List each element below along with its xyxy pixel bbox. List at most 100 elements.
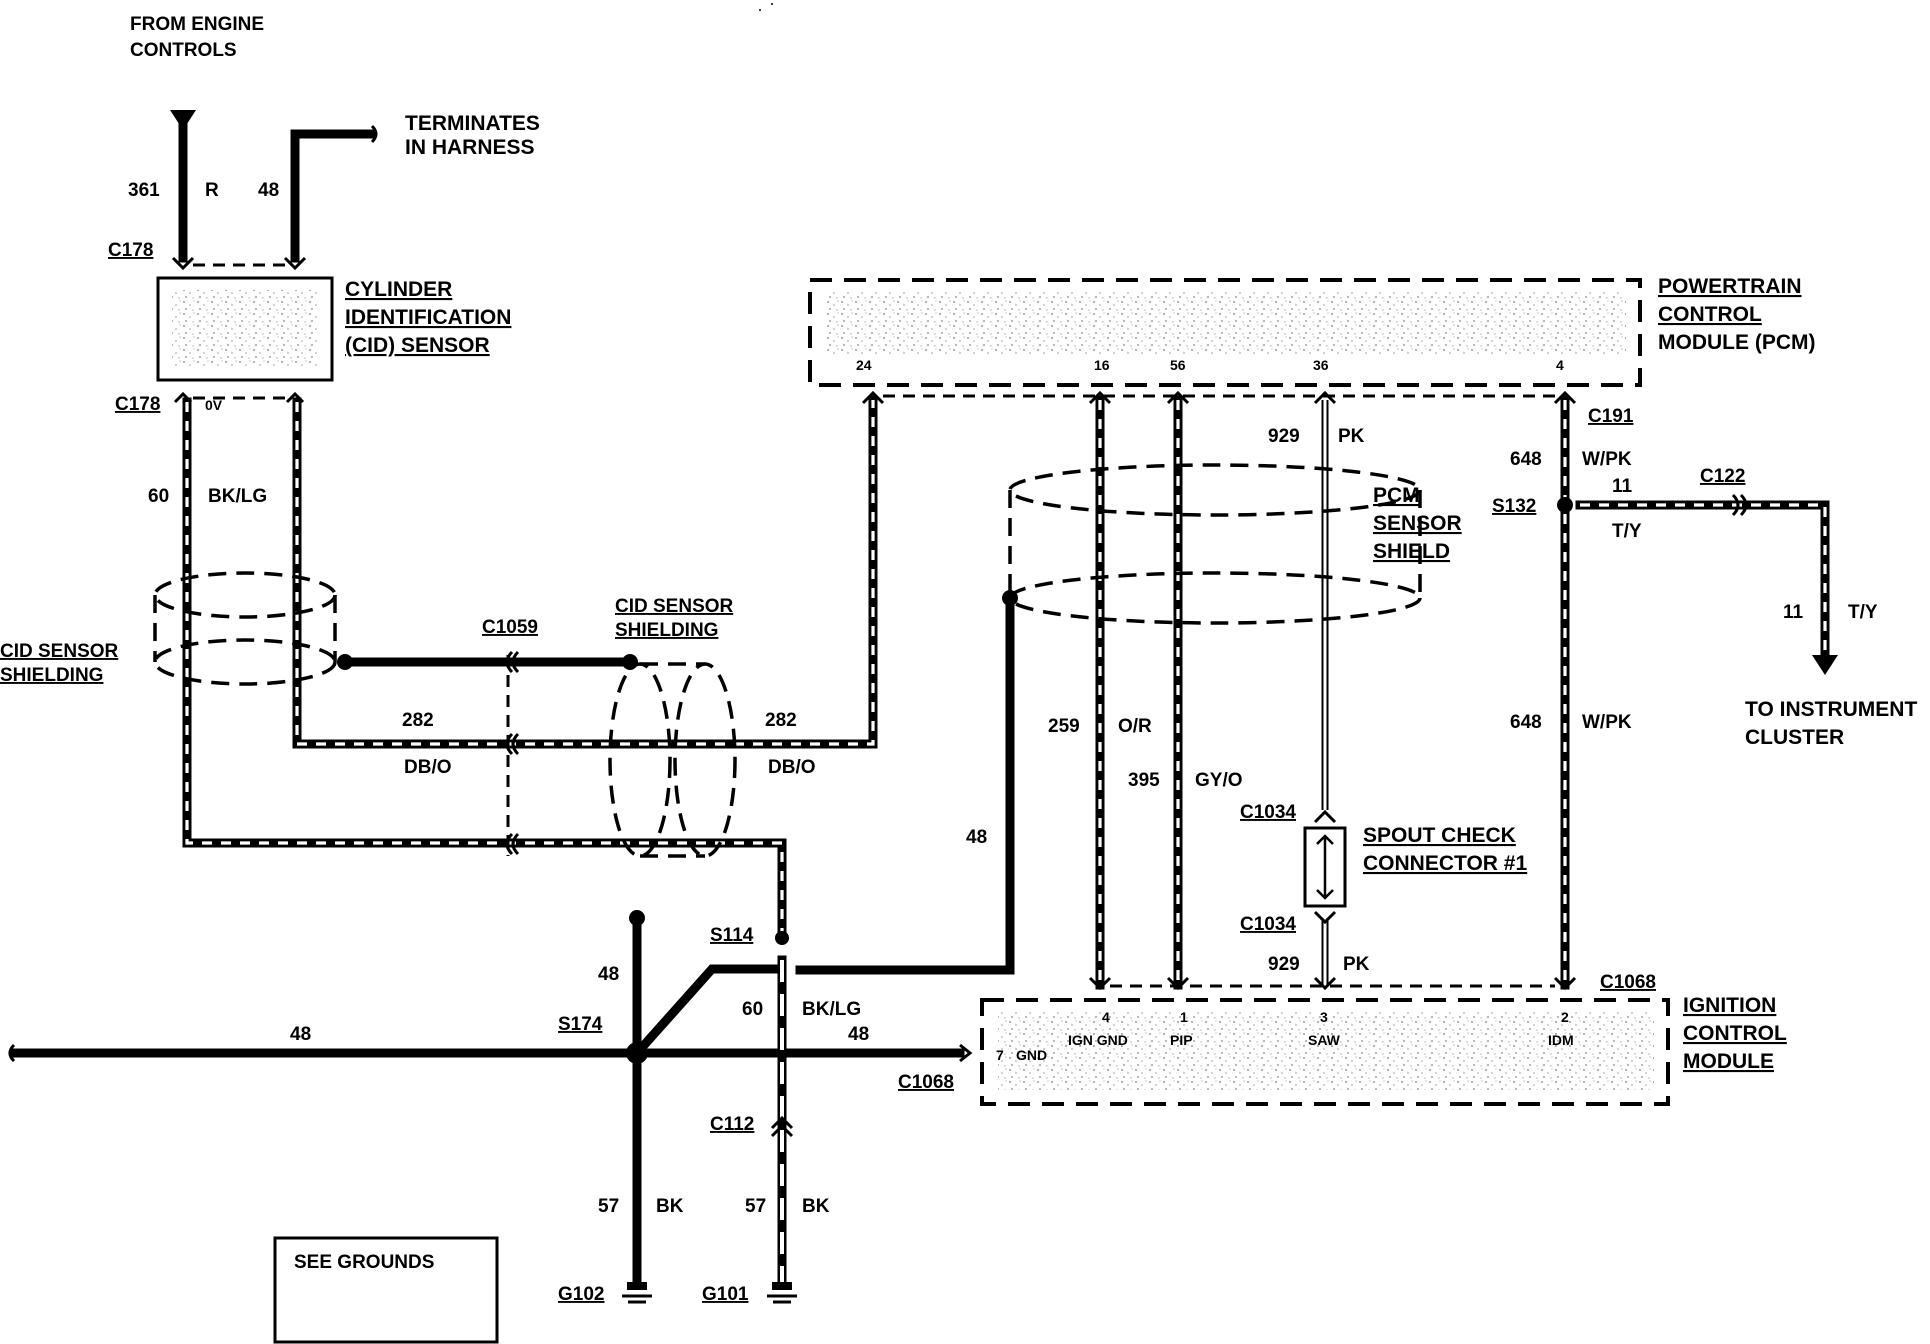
wire-282-dbo [292,395,878,749]
wire-label-57-left: 57 [598,1196,619,1217]
see-grounds-box [273,1236,499,1344]
svg-text:IGN GND: IGN GND [1068,1032,1128,1048]
svg-text:56: 56 [1170,357,1186,373]
svg-text:CONTROL: CONTROL [1658,303,1762,326]
svg-text:CONNECTOR #1: CONNECTOR #1 [1363,852,1527,875]
wire-label-or: O/R [1118,716,1152,737]
cid-sensor-label: CYLINDER IDENTIFICATION (CID) SENSOR [345,278,511,357]
wire-48-to-pcm-shield [795,593,1015,975]
icm-box [980,998,1670,1106]
wire-label-wpk-top: W/PK [1582,449,1632,470]
wire-label-48-shield: 48 [966,827,987,848]
svg-text:IDM: IDM [1548,1032,1574,1048]
connector-c112-pins [770,1115,794,1138]
wire-label-57-right: 57 [745,1196,766,1217]
svg-text:SHIELDING: SHIELDING [615,620,718,641]
wire-label-48-top: 48 [258,180,279,201]
terminal-tail-icon [370,124,378,144]
connector-c1034-bottom: C1034 [1240,914,1296,935]
svg-text:(CID) SENSOR: (CID) SENSOR [345,334,490,357]
svg-text:CID SENSOR: CID SENSOR [0,641,119,662]
connector-c122: C122 [1700,466,1745,487]
splice-s174: S174 [558,1014,603,1035]
see-grounds-label: SEE GROUNDS [294,1252,434,1273]
splice-s132-dot [1557,497,1573,513]
ground-g102-icon [622,1282,652,1304]
wire-label-60-low: 60 [742,999,763,1020]
pcm-label: POWERTRAIN CONTROL MODULE (PCM) [1658,275,1815,354]
ground-g101-icon [767,1282,797,1304]
shield-splice-dot [337,654,353,670]
pcm-pin-labels: 24 16 56 36 4 [856,357,1564,373]
terminates-in-harness-note: TERMINATES IN HARNESS [405,112,540,159]
connector-c1059: C1059 [482,617,538,638]
connector-c1068-top: C1068 [1600,972,1656,993]
connector-c1059-pins [505,650,520,856]
svg-text:SHIELD: SHIELD [1373,540,1450,563]
wire-label-bk-right: BK [802,1196,830,1217]
pcm-box-fill [826,292,1626,354]
wire-label-r: R [205,180,219,201]
connector-c178-bottom: C178 [115,394,160,415]
svg-text:MODULE (PCM): MODULE (PCM) [1658,331,1815,354]
svg-text:SENSOR: SENSOR [1373,512,1462,535]
connector-c1034-bottom-pins [1313,910,1337,925]
wire-label-282-right: 282 [765,710,797,731]
ground-g101: G101 [702,1284,749,1305]
wire-label-259: 259 [1048,716,1080,737]
shield-splice-dot-mid [622,654,638,670]
wire-label-bklg-low: BK/LG [802,999,861,1020]
pcm-sensor-shield-label: PCM SENSOR SHIELD [1373,484,1462,563]
wire-60-bklg [182,397,787,940]
spout-check-label: SPOUT CHECK CONNECTOR #1 [1363,824,1527,875]
svg-text:3: 3 [1320,1009,1328,1025]
svg-text:CLUSTER: CLUSTER [1745,726,1844,749]
svg-text:CONTROLS: CONTROLS [130,40,237,61]
arrow-down-icon [170,110,196,130]
wire-label-361: 361 [128,180,160,201]
wire-label-bk-left: BK [656,1196,684,1217]
svg-text:TERMINATES: TERMINATES [405,112,540,135]
connector-c178-top: C178 [108,240,153,261]
icm-box-fill [998,1012,1654,1090]
svg-text:POWERTRAIN: POWERTRAIN [1658,275,1802,298]
wire-label-pk-top: PK [1338,426,1365,447]
wire-11-ty [1575,500,1838,675]
connector-c1068-left-arrow [959,1043,973,1063]
splice-s114-dot [775,931,789,945]
cid-sensor-fill [172,290,318,368]
wire-label-bklg: BK/LG [208,486,267,507]
connector-c178-top-pins [171,256,307,271]
svg-text:CID SENSOR: CID SENSOR [615,596,734,617]
wire-label-48-left: 48 [290,1024,311,1045]
wire-label-48-s174: 48 [598,964,619,985]
svg-text:SHIELDING: SHIELDING [0,665,103,686]
connector-c1034-top-pins [1313,809,1337,824]
wire-48-terminates [290,124,378,263]
svg-text:16: 16 [1094,357,1110,373]
arrow-down-icon [1812,655,1838,675]
stray-dot [771,3,773,5]
svg-text:SPOUT CHECK: SPOUT CHECK [1363,824,1516,847]
svg-text:GND: GND [1016,1047,1047,1063]
svg-text:24: 24 [856,357,872,373]
wire-label-dbo-right: DB/O [768,757,816,778]
splice-s174-dot [626,1042,648,1064]
wire-label-60: 60 [148,486,169,507]
connector-c1068-left: C1068 [898,1072,954,1093]
connector-c122-pins [1731,493,1748,517]
pcm-sensor-shield [1008,463,1422,625]
pcm-box [808,278,1642,387]
wire-label-648-top: 648 [1510,449,1542,470]
svg-text:1: 1 [1180,1009,1188,1025]
wire-label-11-h: 11 [1612,476,1633,497]
wire-label-395: 395 [1128,770,1160,791]
splice-s114: S114 [710,925,754,946]
svg-text:CYLINDER: CYLINDER [345,278,452,301]
wire-label-gyo: GY/O [1195,770,1243,791]
svg-text:IN HARNESS: IN HARNESS [405,136,535,159]
from-engine-controls-note: FROM ENGINE CONTROLS [130,14,264,61]
svg-text:7: 7 [996,1047,1004,1063]
wire-label-ty-v: T/Y [1848,602,1878,623]
